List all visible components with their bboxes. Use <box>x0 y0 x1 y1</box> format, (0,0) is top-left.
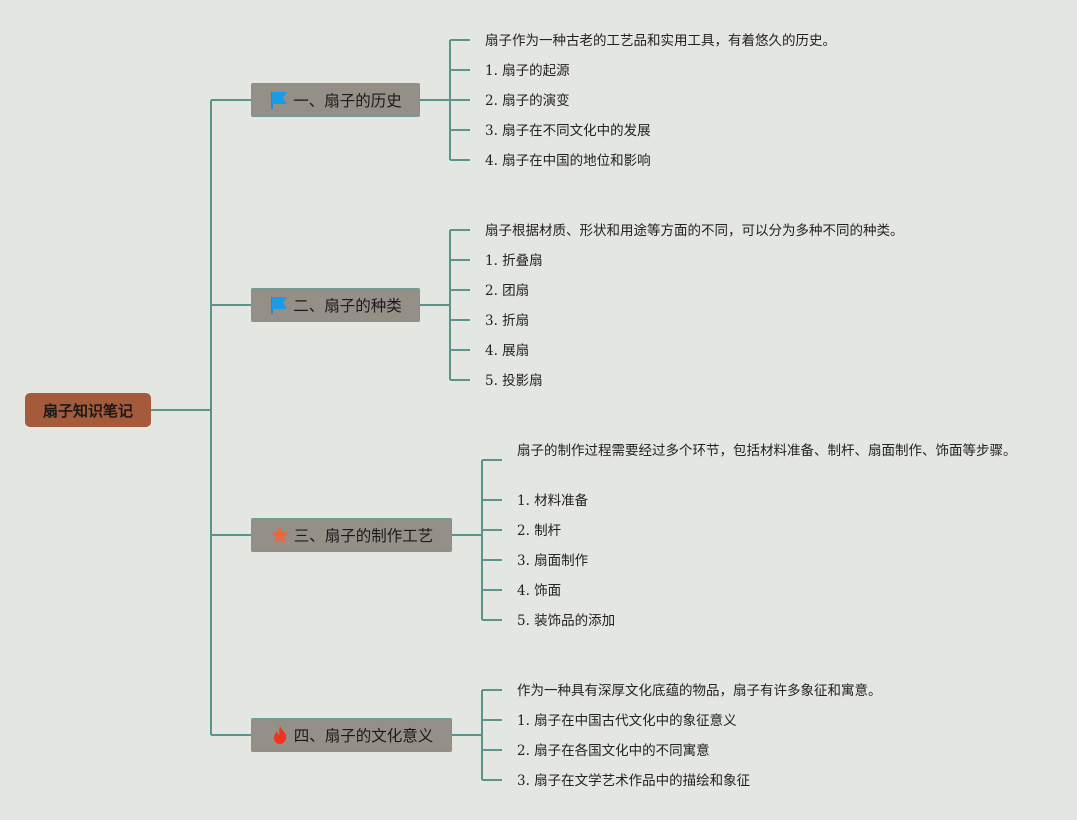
branch-label: 二、扇子的种类 <box>293 297 402 315</box>
leaf-item[interactable]: 2. 制杆 <box>517 523 562 539</box>
leaf-item[interactable]: 1. 折叠扇 <box>485 253 543 269</box>
fire-icon <box>273 726 286 744</box>
leaf-item[interactable]: 3. 扇子在不同文化中的发展 <box>485 123 651 139</box>
leaf-summary[interactable]: 作为一种具有深厚文化底蕴的物品，扇子有许多象征和寓意。 <box>517 683 882 699</box>
branch-node-types[interactable]: 二、扇子的种类 <box>251 288 420 322</box>
branch-node-culture[interactable]: 四、扇子的文化意义 <box>251 718 452 752</box>
leaf-item[interactable]: 2. 扇子的演变 <box>485 93 570 109</box>
leaf-item[interactable]: 4. 扇子在中国的地位和影响 <box>485 153 651 169</box>
leaf-item[interactable]: 3. 扇子在文学艺术作品中的描绘和象征 <box>517 773 751 789</box>
branch-label: 四、扇子的文化意义 <box>293 727 434 745</box>
leaf-item[interactable]: 1. 扇子在中国古代文化中的象征意义 <box>517 713 737 729</box>
leaf-summary[interactable]: 扇子根据材质、形状和用途等方面的不同，可以分为多种不同的种类。 <box>485 223 904 239</box>
leaf-item[interactable]: 2. 团扇 <box>485 283 530 299</box>
branch-node-history[interactable]: 一、扇子的历史 <box>251 83 420 117</box>
branch-label: 三、扇子的制作工艺 <box>293 527 434 545</box>
leaf-item[interactable]: 5. 装饰品的添加 <box>517 613 616 629</box>
leaf-summary[interactable]: 扇子的制作过程需要经过多个环节，包括材料准备、制杆、扇面制作、饰面等步骤。 <box>517 443 1017 459</box>
leaf-summary[interactable]: 扇子作为一种古老的工艺品和实用工具，有着悠久的历史。 <box>485 33 836 49</box>
branch-label: 一、扇子的历史 <box>293 92 402 110</box>
leaf-item[interactable]: 5. 投影扇 <box>485 373 543 389</box>
blue-flag-icon <box>271 92 288 109</box>
leaf-item[interactable]: 4. 展扇 <box>485 343 530 359</box>
leaf-item[interactable]: 3. 扇面制作 <box>517 553 589 569</box>
leaf-item[interactable]: 4. 饰面 <box>517 583 562 599</box>
root-node[interactable]: 扇子知识笔记 <box>25 393 151 427</box>
orange-star-icon <box>270 526 289 544</box>
leaf-item[interactable]: 3. 折扇 <box>485 313 530 329</box>
leaf-item[interactable]: 1. 材料准备 <box>517 493 589 509</box>
branch-node-craft[interactable]: 三、扇子的制作工艺 <box>251 518 452 552</box>
leaf-item[interactable]: 1. 扇子的起源 <box>485 63 570 79</box>
root-label: 扇子知识笔记 <box>42 401 133 420</box>
blue-flag-icon <box>271 297 288 314</box>
leaf-item[interactable]: 2. 扇子在各国文化中的不同寓意 <box>517 743 710 759</box>
